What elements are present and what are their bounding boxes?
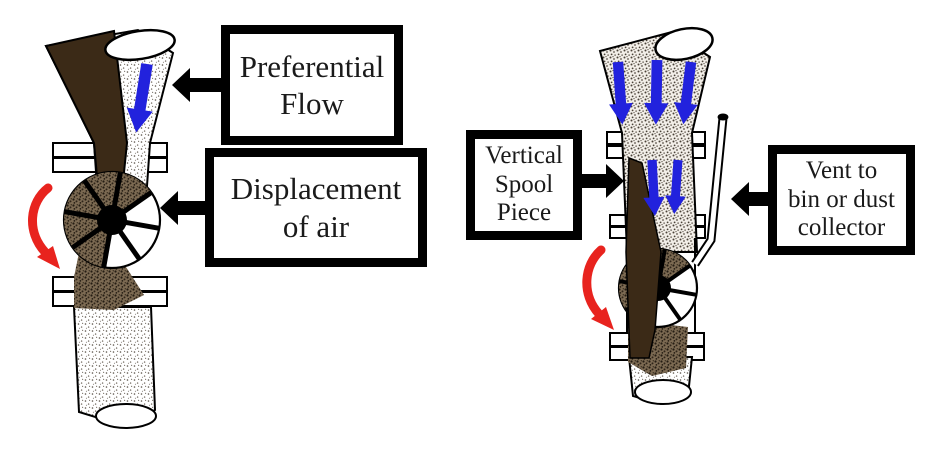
right-pipe-outlet-opening xyxy=(634,379,692,405)
label-line: Displacement xyxy=(230,171,402,207)
vent-pipe xyxy=(691,113,729,267)
label-line: Spool xyxy=(494,170,554,198)
right-material-stream xyxy=(625,156,662,359)
label-line: Piece xyxy=(496,199,552,227)
left-discharge-pipe xyxy=(72,306,157,429)
label-line: Vertical xyxy=(485,141,563,169)
vent-pipe-cap xyxy=(717,113,729,121)
label-line: of air xyxy=(282,208,350,244)
label-line: Preferential xyxy=(239,48,385,84)
displacement-of-air-label-box: Displacement of air xyxy=(205,148,427,267)
label-line: Vent to xyxy=(805,156,878,184)
vent-to-bin-label-box: Vent to bin or dust collector xyxy=(768,145,915,255)
displacement-of-air-pointer-arrow xyxy=(160,191,205,225)
vertical-spool-pointer-arrow xyxy=(582,164,624,198)
left-pipe-outlet-opening xyxy=(95,403,157,429)
right-hopper-opening xyxy=(654,26,714,62)
vertical-spool-piece-label-box: Vertical Spool Piece xyxy=(466,130,582,240)
left-hopper-opening xyxy=(104,28,176,62)
right-rotation-arrow-icon xyxy=(582,245,614,330)
valve-shaft-hub xyxy=(97,205,127,235)
left-rotation-arrow-icon xyxy=(28,183,60,269)
right-diagram-vented-valve xyxy=(582,26,768,406)
label-line: bin or dust xyxy=(788,185,895,213)
label-line: collector xyxy=(797,214,886,242)
left-rotary-valve xyxy=(62,170,162,270)
left-diagram-preferential-flow xyxy=(28,28,221,429)
vent-pointer-arrow xyxy=(731,182,768,216)
preferential-flow-label-box: Preferential Flow xyxy=(221,25,403,145)
label-line: Flow xyxy=(280,86,344,121)
preferential-flow-pointer-arrow xyxy=(172,68,221,102)
